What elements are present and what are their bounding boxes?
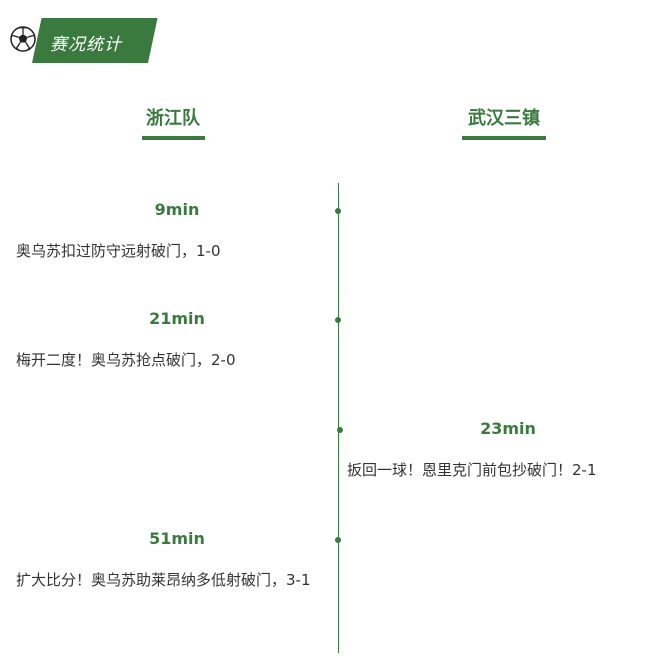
event-description: 扳回一球！恩里克门前包抄破门！2-1	[347, 461, 597, 479]
team-home-name: 浙江队	[146, 108, 200, 129]
event-description: 扩大比分！奥乌苏助莱昂纳多低射破门，3-1	[16, 571, 311, 589]
timeline-dot	[335, 537, 341, 543]
timeline-dot	[335, 208, 341, 214]
section-title: 赛况统计	[50, 35, 122, 55]
section-banner: 赛况统计	[10, 18, 158, 63]
event-minute: 23min	[480, 419, 536, 438]
event-minute: 21min	[149, 309, 205, 328]
timeline-dot	[337, 427, 343, 433]
timeline-dot	[335, 317, 341, 323]
timeline-axis	[338, 183, 339, 653]
team-away-underline	[462, 136, 546, 140]
event-minute: 9min	[154, 200, 200, 219]
team-home-underline	[142, 136, 205, 140]
event-description: 梅开二度！奥乌苏抢点破门，2-0	[16, 351, 236, 369]
team-away-name: 武汉三镇	[468, 108, 540, 129]
event-description: 奥乌苏扣过防守远射破门，1-0	[16, 242, 221, 260]
soccer-ball-icon	[10, 26, 36, 52]
event-minute: 51min	[149, 529, 205, 548]
